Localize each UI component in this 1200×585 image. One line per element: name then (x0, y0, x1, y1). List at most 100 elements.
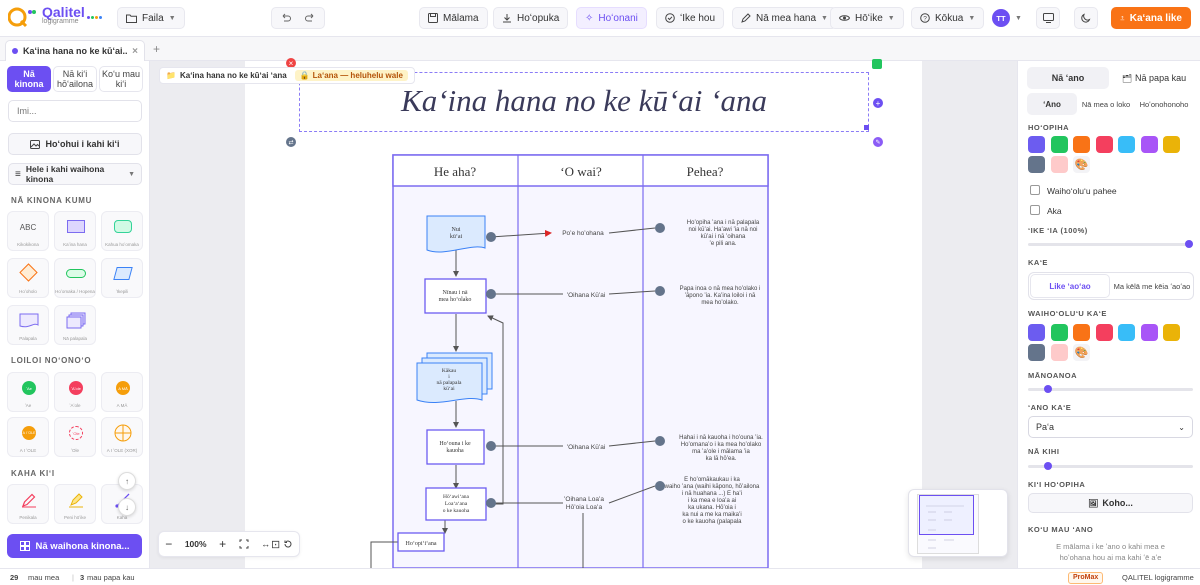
user-menu[interactable]: TT ▼ (987, 7, 1027, 29)
stroke-mode-per-side[interactable]: Ma kēlā me kēia ʻaoʻao (1113, 281, 1191, 291)
color-swatch[interactable] (1140, 136, 1158, 153)
color-swatch[interactable] (1118, 136, 1135, 153)
shape-start-area[interactable]: Kahua hoʻomaka (101, 211, 143, 251)
export-share-button[interactable]: Kaʻana like (1111, 7, 1191, 29)
minimap-viewport[interactable] (919, 495, 974, 535)
color-swatch[interactable] (1095, 136, 1113, 153)
tab-shapes[interactable]: Nā kinona (7, 66, 51, 92)
link-handle-icon[interactable]: ⇄ (286, 137, 296, 147)
save-button[interactable]: Mālama (419, 7, 488, 29)
presentation-button[interactable] (1036, 7, 1060, 29)
node-ask-suppliers[interactable] (424, 278, 487, 314)
node-need-purchase[interactable] (426, 215, 486, 253)
scroll-down-icon[interactable]: ↓ (118, 498, 136, 516)
node-write-orders[interactable] (416, 362, 483, 404)
zoom-in-icon[interactable]: + (219, 537, 227, 551)
palette-icon[interactable]: 🎨 (1073, 156, 1090, 173)
redo-icon[interactable] (304, 13, 316, 23)
palette-icon[interactable]: 🎨 (1073, 344, 1090, 361)
color-swatch[interactable] (1050, 324, 1068, 341)
opacity-slider-knob[interactable] (1185, 240, 1193, 248)
shape-not[interactable]: ʻOle ʻOle (54, 417, 96, 457)
color-swatch[interactable] (1050, 344, 1068, 361)
shape-terminator[interactable]: Hoʻomaka / Hopena (54, 258, 96, 298)
rotate-handle-icon[interactable] (872, 59, 882, 69)
subtab-arrange[interactable]: Hoʻonohonoho (1139, 99, 1189, 109)
shape-no[interactable]: ʻAʻole ʻAʻole (54, 372, 96, 412)
file-menu-button[interactable]: Faila ▼ (117, 7, 185, 29)
app-logo[interactable]: Qalitel logigramme (8, 5, 102, 28)
reset-icon[interactable] (283, 539, 293, 549)
fit-screen-icon[interactable] (239, 539, 249, 549)
zoom-level[interactable]: 100% (184, 539, 207, 549)
stroke-type-select[interactable]: Paʻa ⌄ (1028, 416, 1193, 438)
color-swatch[interactable] (1163, 324, 1180, 341)
node-complaint[interactable] (397, 532, 445, 552)
corners-slider-knob[interactable] (1043, 462, 1052, 470)
zoom-out-icon[interactable]: − (165, 537, 173, 551)
gradient-checkbox[interactable] (1030, 185, 1040, 195)
stroke-mode-uniform[interactable]: Like ʻaoʻao (1031, 275, 1109, 297)
resize-handle[interactable] (864, 125, 869, 130)
add-tab-icon[interactable]: + (153, 42, 161, 56)
tool-pencil[interactable]: Penikala (7, 484, 49, 524)
new-view-button[interactable]: ʻIke hou (656, 7, 725, 29)
choose-image-button[interactable]: 🖼 Koho... (1028, 493, 1193, 513)
diagram-title[interactable]: Kaʻina hana no ke kūʻai ʻana (401, 83, 767, 118)
shape-or[interactable]: A I ʻOLE A I ʻOLE (7, 417, 49, 457)
fit-width-icon[interactable]: ↔ (261, 539, 271, 549)
tool-highlighter[interactable]: Peni hōʻike (54, 484, 96, 524)
corners-slider[interactable] (1028, 462, 1193, 470)
color-swatch[interactable] (1095, 324, 1113, 341)
tab-styles[interactable]: Nā ʻano (1027, 67, 1109, 89)
opacity-slider[interactable] (1028, 240, 1193, 248)
subtab-contents[interactable]: Nā mea o loko (1081, 99, 1131, 109)
color-swatch[interactable] (1050, 156, 1068, 173)
color-swatch[interactable] (1163, 136, 1180, 153)
color-swatch[interactable] (1073, 136, 1090, 153)
theme-toggle-button[interactable] (1074, 7, 1098, 29)
minimap[interactable] (908, 489, 1008, 557)
scroll-up-icon[interactable]: ↑ (118, 472, 136, 490)
color-swatch[interactable] (1028, 344, 1045, 361)
shape-libraries-button[interactable]: Nā waihona kinona... (7, 534, 142, 558)
color-swatch[interactable] (1118, 324, 1135, 341)
tab-my-images[interactable]: Koʻu mau kiʻi (99, 66, 143, 92)
view-menu-button[interactable]: Hōʻike ▼ (830, 7, 904, 29)
color-swatch[interactable] (1028, 324, 1045, 341)
close-icon[interactable]: × (132, 45, 138, 57)
color-swatch[interactable] (1073, 324, 1090, 341)
breadcrumb[interactable]: 📁 Kaʻina hana no ke kūʻai ʻana 🔒 Laʻana … (159, 67, 415, 84)
add-handle-icon[interactable]: + (873, 98, 883, 108)
document-tab[interactable]: Kaʻina hana no ke kūʻai... × (5, 40, 145, 61)
color-swatch[interactable] (1028, 136, 1045, 153)
delete-handle-icon[interactable]: × (286, 58, 296, 68)
shape-process[interactable]: Kaʻina hana (54, 211, 96, 251)
help-menu-button[interactable]: ? Kōkua ▼ (911, 7, 985, 29)
tab-layers[interactable]: 🗂 Nā papa kau (1113, 67, 1195, 89)
shape-text[interactable]: ABC Kikokikona (7, 211, 49, 251)
library-select[interactable]: ≡ Hele i kahi waihona kinona ▼ (8, 163, 142, 185)
objects-menu-button[interactable]: Nā mea hana ▼ (732, 7, 837, 29)
node-send-order[interactable] (426, 429, 485, 465)
grid-toggle-icon[interactable]: ⊡ (271, 539, 281, 551)
insert-image-button[interactable]: Hoʻohui i kahi kiʻi (8, 133, 142, 155)
node-receive-order[interactable] (425, 487, 487, 521)
shape-yes[interactable]: ʻAe ʻAe (7, 372, 49, 412)
thickness-slider-knob[interactable] (1043, 385, 1052, 393)
shape-and[interactable]: A MĀ A MĀ (101, 372, 143, 412)
color-swatch[interactable] (1050, 136, 1068, 153)
shape-data[interactable]: ʻIkepili (101, 258, 143, 298)
color-swatch[interactable] (1140, 324, 1158, 341)
undo-icon[interactable] (280, 13, 292, 23)
thickness-slider[interactable] (1028, 385, 1193, 393)
shadow-checkbox[interactable] (1030, 205, 1040, 215)
shape-xor[interactable]: A I ʻOLE (XOR) (101, 417, 143, 457)
shape-documents[interactable]: Nā palapala (54, 305, 96, 345)
shape-document[interactable]: Palapala (7, 305, 49, 345)
color-swatch[interactable] (1028, 156, 1045, 173)
shape-search-input[interactable] (8, 100, 142, 122)
shape-decision[interactable]: Hoʻoholo (7, 258, 49, 298)
import-button[interactable]: Hoʻopuka (493, 7, 569, 29)
tab-icons[interactable]: Nā kiʻi hōʻailona (53, 66, 97, 92)
